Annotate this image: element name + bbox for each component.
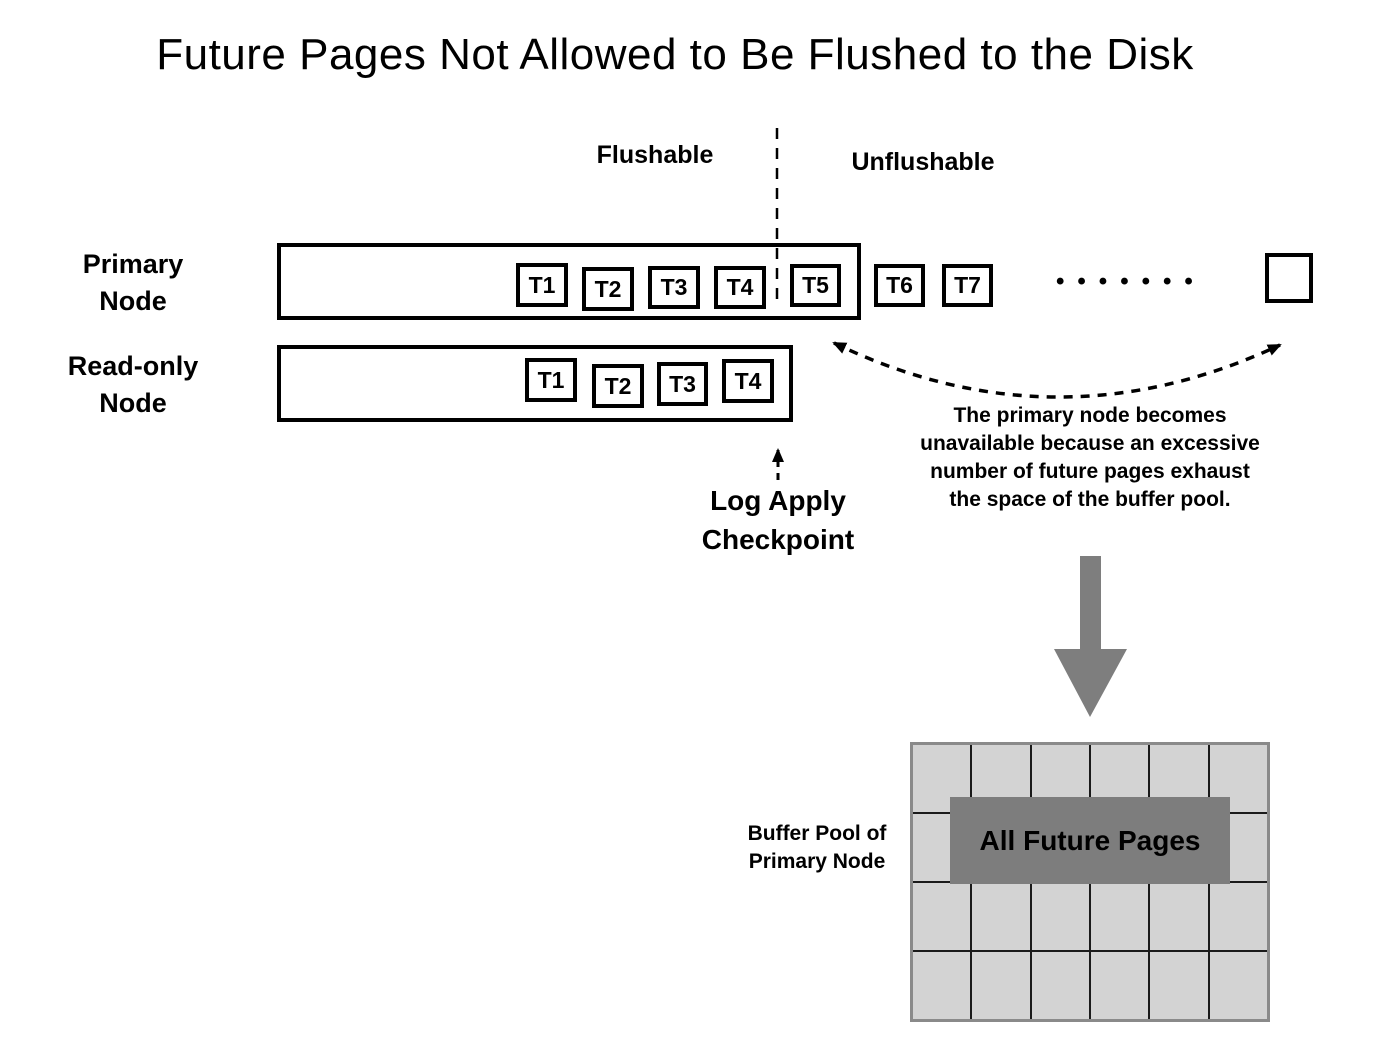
page-title: Future Pages Not Allowed to Be Flushed t… — [156, 30, 1194, 79]
flushable-label: Flushable — [596, 141, 714, 169]
annotation-line1: The primary node becomes — [953, 404, 1227, 427]
buffer-pool-cell — [1150, 952, 1208, 1019]
buffer-pool-cell — [972, 952, 1030, 1019]
down-arrow — [1054, 556, 1127, 717]
buffer-pool-cell — [1090, 952, 1149, 1019]
readonly-page-t1: T1 — [525, 358, 577, 402]
primary-node-label: Primary Node — [38, 246, 228, 320]
all-future-pages-label: All Future Pages — [979, 824, 1201, 856]
primary-node-label-line1: Primary — [82, 249, 184, 279]
primary-node-log-bar — [277, 243, 861, 320]
primary-page-t3: T3 — [648, 266, 700, 309]
primary-node-label-line2: Node — [99, 286, 167, 316]
primary-page-t5: T5 — [790, 264, 841, 307]
buffer-pool-cell — [1209, 883, 1267, 950]
all-future-pages-box: All Future Pages — [950, 797, 1230, 884]
future-page-empty-box — [1265, 253, 1313, 303]
primary-page-t1: T1 — [516, 263, 568, 307]
buffer-pool-label-line2: Primary Node — [748, 850, 886, 873]
buffer-pool-label: Buffer Pool of Primary Node — [712, 820, 922, 876]
buffer-pool-cell — [1150, 883, 1208, 950]
annotation-text: The primary node becomes unavailable bec… — [880, 402, 1300, 514]
buffer-pool-cell — [1090, 883, 1149, 950]
buffer-pool-cell — [913, 883, 971, 950]
annotation-line3: number of future pages exhaust — [930, 460, 1250, 483]
primary-page-t2: T2 — [582, 267, 634, 311]
annotation-line2: unavailable because an excessive — [920, 432, 1260, 455]
readonly-node-label-line1: Read-only — [67, 351, 199, 381]
buffer-pool-cell — [913, 952, 971, 1019]
annotation-line4: the space of the buffer pool. — [949, 488, 1231, 511]
buffer-pool-cell — [972, 883, 1030, 950]
readonly-page-t3: T3 — [657, 362, 708, 406]
log-apply-line2: Checkpoint — [701, 524, 855, 555]
log-apply-checkpoint-label: Log Apply Checkpoint — [668, 481, 888, 559]
buffer-pool-cell — [1031, 952, 1089, 1019]
unflushable-label: Unflushable — [851, 148, 995, 176]
log-apply-line1: Log Apply — [710, 485, 846, 516]
ellipsis-dots: ••••••• — [1056, 268, 1206, 295]
primary-page-t7: T7 — [942, 264, 993, 307]
buffer-pool-cell — [1031, 883, 1089, 950]
curved-dashed-arrow — [832, 341, 1282, 399]
readonly-node-label-line2: Node — [99, 388, 167, 418]
buffer-pool-label-line1: Buffer Pool of — [747, 822, 887, 845]
buffer-pool-cell — [1209, 952, 1267, 1019]
readonly-page-t4: T4 — [722, 359, 774, 403]
readonly-node-label: Read-only Node — [38, 348, 228, 422]
primary-page-t6: T6 — [874, 264, 925, 307]
readonly-page-t2: T2 — [592, 364, 644, 408]
primary-page-t4: T4 — [714, 266, 766, 309]
